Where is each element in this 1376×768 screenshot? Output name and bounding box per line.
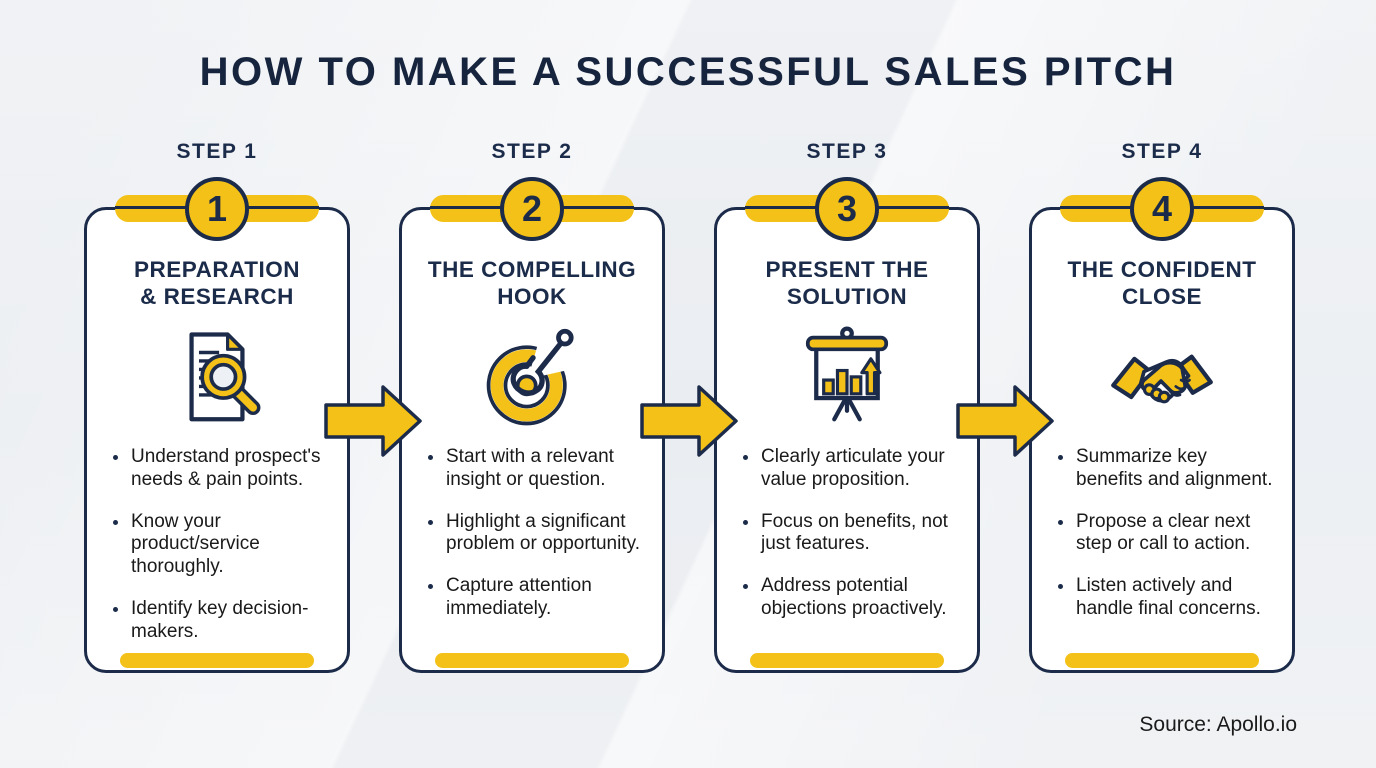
- step-4-card: 4 THE CONFIDENT CLOSE: [1029, 177, 1295, 673]
- page-title: HOW TO MAKE A SUCCESSFUL SALES PITCH: [199, 50, 1177, 94]
- step-2-label: STEP 2: [491, 140, 573, 163]
- step-4-bottom-accent: [1065, 653, 1259, 668]
- step-2-number-badge: 2: [500, 177, 564, 241]
- list-item: Focus on benefits, not just features.: [759, 511, 963, 557]
- presentation-chart-icon: [717, 320, 977, 438]
- source-attribution: Source: Apollo.io: [1139, 713, 1297, 736]
- arrow-right-icon: [640, 385, 738, 457]
- list-item: Identify key decision-makers.: [129, 598, 333, 644]
- step-2-card: 2 THE COMPELLING HOOK: [399, 177, 665, 673]
- list-item: Know your product/service thoroughly.: [129, 511, 333, 579]
- step-3-number-badge: 3: [815, 177, 879, 241]
- step-2-bottom-accent: [435, 653, 629, 668]
- list-item: Listen actively and handle final concern…: [1074, 575, 1278, 621]
- step-3-bottom-accent: [750, 653, 944, 668]
- step-4-number-badge: 4: [1130, 177, 1194, 241]
- steps-row: STEP 1 1 PREPARATION & RESEARCH: [84, 140, 1295, 673]
- step-2-bullets: Start with a relevant insight or questio…: [444, 446, 648, 621]
- step-column-4: STEP 4 4 THE CONFIDENT CLOSE: [1029, 140, 1295, 673]
- step-1-label: STEP 1: [176, 140, 258, 163]
- list-item: Summarize key benefits and alignment.: [1074, 446, 1278, 492]
- list-item: Capture attention immediately.: [444, 575, 648, 621]
- list-item: Highlight a significant problem or oppor…: [444, 511, 648, 557]
- step-3-title: PRESENT THE SOLUTION: [765, 257, 929, 309]
- step-column-2: STEP 2 2 THE COMPELLING HOOK: [399, 140, 665, 673]
- step-3-bullets: Clearly articulate your value propositio…: [759, 446, 963, 621]
- list-item: Address potential objections proactively…: [759, 575, 963, 621]
- step-3-card: 3 PRESENT THE SOLUTION: [714, 177, 980, 673]
- list-item: Clearly articulate your value propositio…: [759, 446, 963, 492]
- document-magnifier-icon: [87, 320, 347, 438]
- step-column-3: STEP 3 3 PRESENT THE SOLUTION: [714, 140, 980, 673]
- step-column-1: STEP 1 1 PREPARATION & RESEARCH: [84, 140, 350, 673]
- list-item: Propose a clear next step or call to act…: [1074, 511, 1278, 557]
- step-1-bottom-accent: [120, 653, 314, 668]
- list-item: Start with a relevant insight or questio…: [444, 446, 648, 492]
- list-item: Understand prospect's needs & pain point…: [129, 446, 333, 492]
- hook-target-icon: [402, 320, 662, 438]
- step-4-title: THE CONFIDENT CLOSE: [1067, 257, 1257, 309]
- handshake-icon: [1032, 320, 1292, 438]
- arrow-right-icon: [324, 385, 422, 457]
- step-1-bullets: Understand prospect's needs & pain point…: [129, 446, 333, 644]
- step-1-number-badge: 1: [185, 177, 249, 241]
- step-4-bullets: Summarize key benefits and alignment. Pr…: [1074, 446, 1278, 621]
- step-1-title: PREPARATION & RESEARCH: [134, 257, 300, 309]
- step-4-label: STEP 4: [1121, 140, 1203, 163]
- arrow-right-icon: [956, 385, 1054, 457]
- step-3-label: STEP 3: [806, 140, 888, 163]
- step-2-title: THE COMPELLING HOOK: [427, 257, 637, 309]
- step-1-card: 1 PREPARATION & RESEARCH: [84, 177, 350, 673]
